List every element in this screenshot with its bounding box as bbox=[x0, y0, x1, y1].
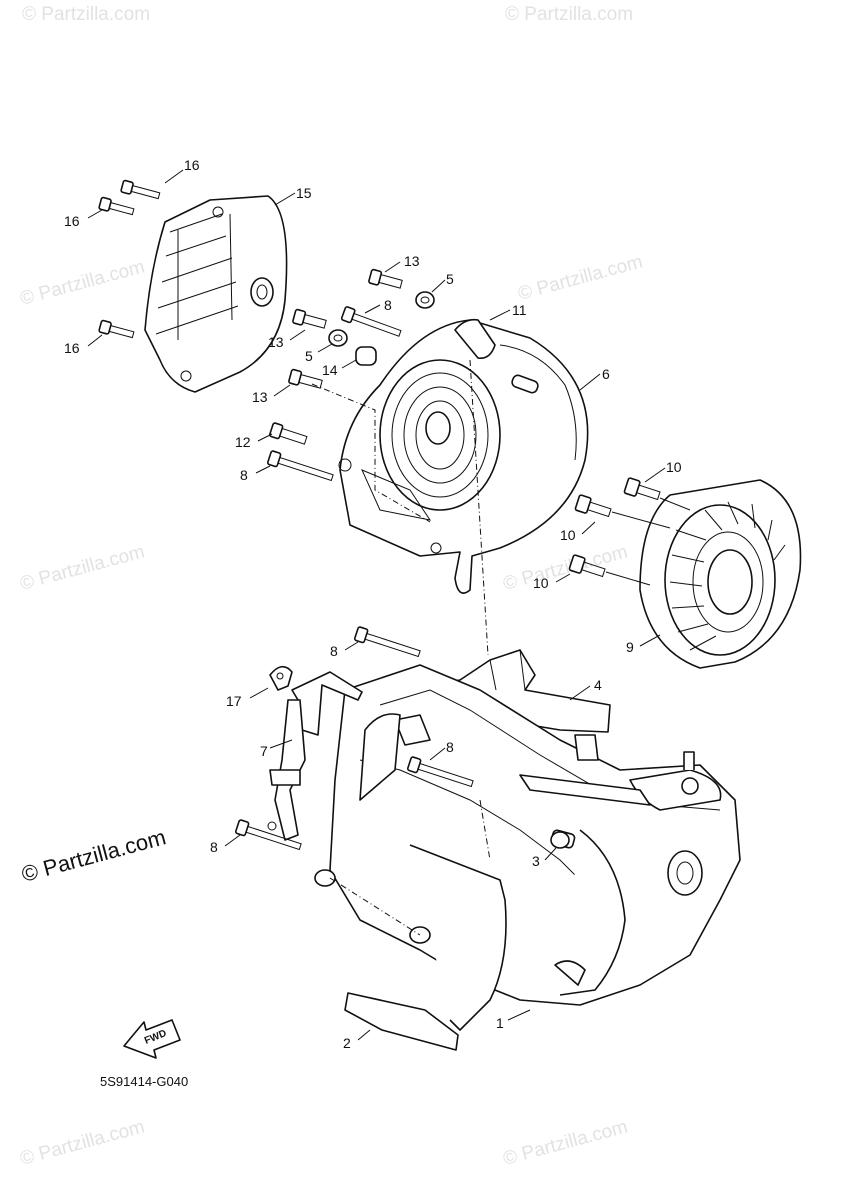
part-8-long-bolt bbox=[353, 626, 421, 658]
callout-10: 10 bbox=[560, 527, 576, 543]
callout-11: 11 bbox=[512, 302, 527, 318]
part-13-bolt bbox=[368, 268, 403, 289]
part-1-crankcase-cover bbox=[314, 664, 741, 1031]
part-17-clip bbox=[269, 665, 293, 691]
callout-7: 7 bbox=[260, 743, 268, 759]
callout-13: 13 bbox=[404, 253, 420, 269]
callout-8: 8 bbox=[384, 297, 392, 313]
part-8-long-bolt bbox=[234, 819, 302, 851]
callout-16: 16 bbox=[64, 213, 80, 229]
part-9-fan-wheel bbox=[639, 479, 802, 669]
callout-8: 8 bbox=[240, 467, 248, 483]
watermark: © Partzilla.com bbox=[516, 251, 645, 304]
part-10-flange-bolt bbox=[568, 554, 606, 578]
part-10-flange-bolt bbox=[574, 494, 612, 518]
callout-8: 8 bbox=[210, 839, 218, 855]
watermark: © Partzilla.com bbox=[18, 1116, 147, 1169]
leader-lines bbox=[87, 169, 666, 1041]
callout-13: 13 bbox=[268, 334, 284, 350]
diagram-code: 5S91414-G040 bbox=[100, 1074, 188, 1089]
callout-15: 15 bbox=[296, 185, 312, 201]
callout-1: 1 bbox=[496, 1015, 504, 1031]
callout-2: 2 bbox=[343, 1035, 351, 1051]
watermark: © Partzilla.com bbox=[18, 256, 147, 309]
part-7-guide bbox=[267, 671, 363, 841]
part-16-screw bbox=[98, 196, 135, 216]
part-13-bolt bbox=[292, 308, 327, 329]
callout-12: 12 bbox=[235, 434, 251, 450]
watermark: © Partzilla.com bbox=[501, 541, 630, 594]
part-8-long-bolt bbox=[406, 756, 474, 788]
callout-4: 4 bbox=[594, 677, 602, 693]
watermark: © Partzilla.com bbox=[505, 4, 633, 25]
callout-17: 17 bbox=[226, 693, 242, 709]
callout-13: 13 bbox=[252, 389, 268, 405]
callout-5: 5 bbox=[446, 271, 454, 287]
callout-10: 10 bbox=[666, 459, 682, 475]
partzilla-watermark: © Partzilla.com bbox=[19, 824, 169, 887]
part-6-fan-housing bbox=[338, 318, 589, 594]
part-10-flange-bolt bbox=[623, 477, 661, 501]
part-12-bolt bbox=[268, 422, 308, 445]
fwd-arrow-icon: FWD bbox=[123, 1019, 181, 1059]
part-5-collar bbox=[328, 329, 348, 347]
callout-9: 9 bbox=[626, 639, 634, 655]
callout-5: 5 bbox=[305, 348, 313, 364]
part-8-long-bolt bbox=[340, 306, 402, 337]
part-15-shroud-cover bbox=[144, 195, 288, 393]
part-13-bolt bbox=[288, 368, 323, 389]
fasteners bbox=[98, 179, 661, 851]
callout-10: 10 bbox=[533, 575, 549, 591]
callout-8: 8 bbox=[446, 739, 454, 755]
watermark: © Partzilla.com bbox=[22, 4, 150, 25]
part-16-screw bbox=[120, 179, 161, 200]
watermark: © Partzilla.com bbox=[18, 541, 147, 594]
callout-8: 8 bbox=[330, 643, 338, 659]
part-3-plug bbox=[550, 831, 570, 849]
alignment-lines bbox=[311, 359, 691, 936]
callout-3: 3 bbox=[532, 853, 540, 869]
part-8-long-bolt bbox=[266, 450, 334, 482]
callout-6: 6 bbox=[602, 366, 610, 382]
callout-14: 14 bbox=[322, 362, 338, 378]
callout-numbers: 16 16 16 15 13 5 8 11 13 5 14 6 13 12 8 … bbox=[64, 157, 682, 1051]
callout-16: 16 bbox=[184, 157, 200, 173]
part-2-seal-strip bbox=[344, 992, 459, 1051]
part-16-screw bbox=[98, 319, 135, 339]
watermark: © Partzilla.com bbox=[501, 1116, 630, 1169]
part-5-collar bbox=[415, 291, 435, 309]
part-14-damper bbox=[355, 346, 377, 366]
callout-16: 16 bbox=[64, 340, 80, 356]
